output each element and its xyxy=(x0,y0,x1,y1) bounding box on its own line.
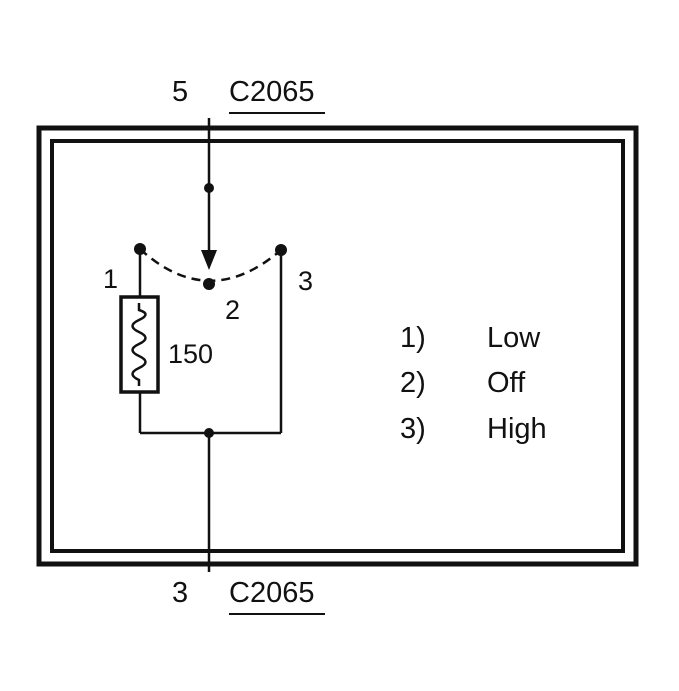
legend-num-2: 2) xyxy=(400,367,426,399)
wiper-arrowhead xyxy=(201,250,217,270)
housing-outer-border xyxy=(36,125,639,567)
legend-num-1: 1) xyxy=(400,322,426,354)
housing-inner-border xyxy=(50,139,625,553)
contact-2-label: 2 xyxy=(225,295,240,325)
contact-2-dot xyxy=(203,278,215,290)
legend-num-3: 3) xyxy=(400,413,426,445)
contact-3-label: 3 xyxy=(298,266,313,296)
legend-label-3: High xyxy=(487,413,547,445)
junction-dot-top xyxy=(204,183,214,193)
resistor-value: 150 xyxy=(168,339,213,369)
bottom-connector-id: C2065 xyxy=(229,577,314,609)
top-connector-pin: 5 xyxy=(172,76,188,108)
legend-label-1: Low xyxy=(487,322,541,354)
legend-label-2: Off xyxy=(487,367,526,399)
position-legend: 1) Low 2) Off 3) High xyxy=(400,322,547,445)
resistor-icon xyxy=(131,303,147,386)
top-connector-id: C2065 xyxy=(229,76,314,108)
contact-1-label: 1 xyxy=(103,264,118,294)
bottom-connector-pin: 3 xyxy=(172,577,188,609)
